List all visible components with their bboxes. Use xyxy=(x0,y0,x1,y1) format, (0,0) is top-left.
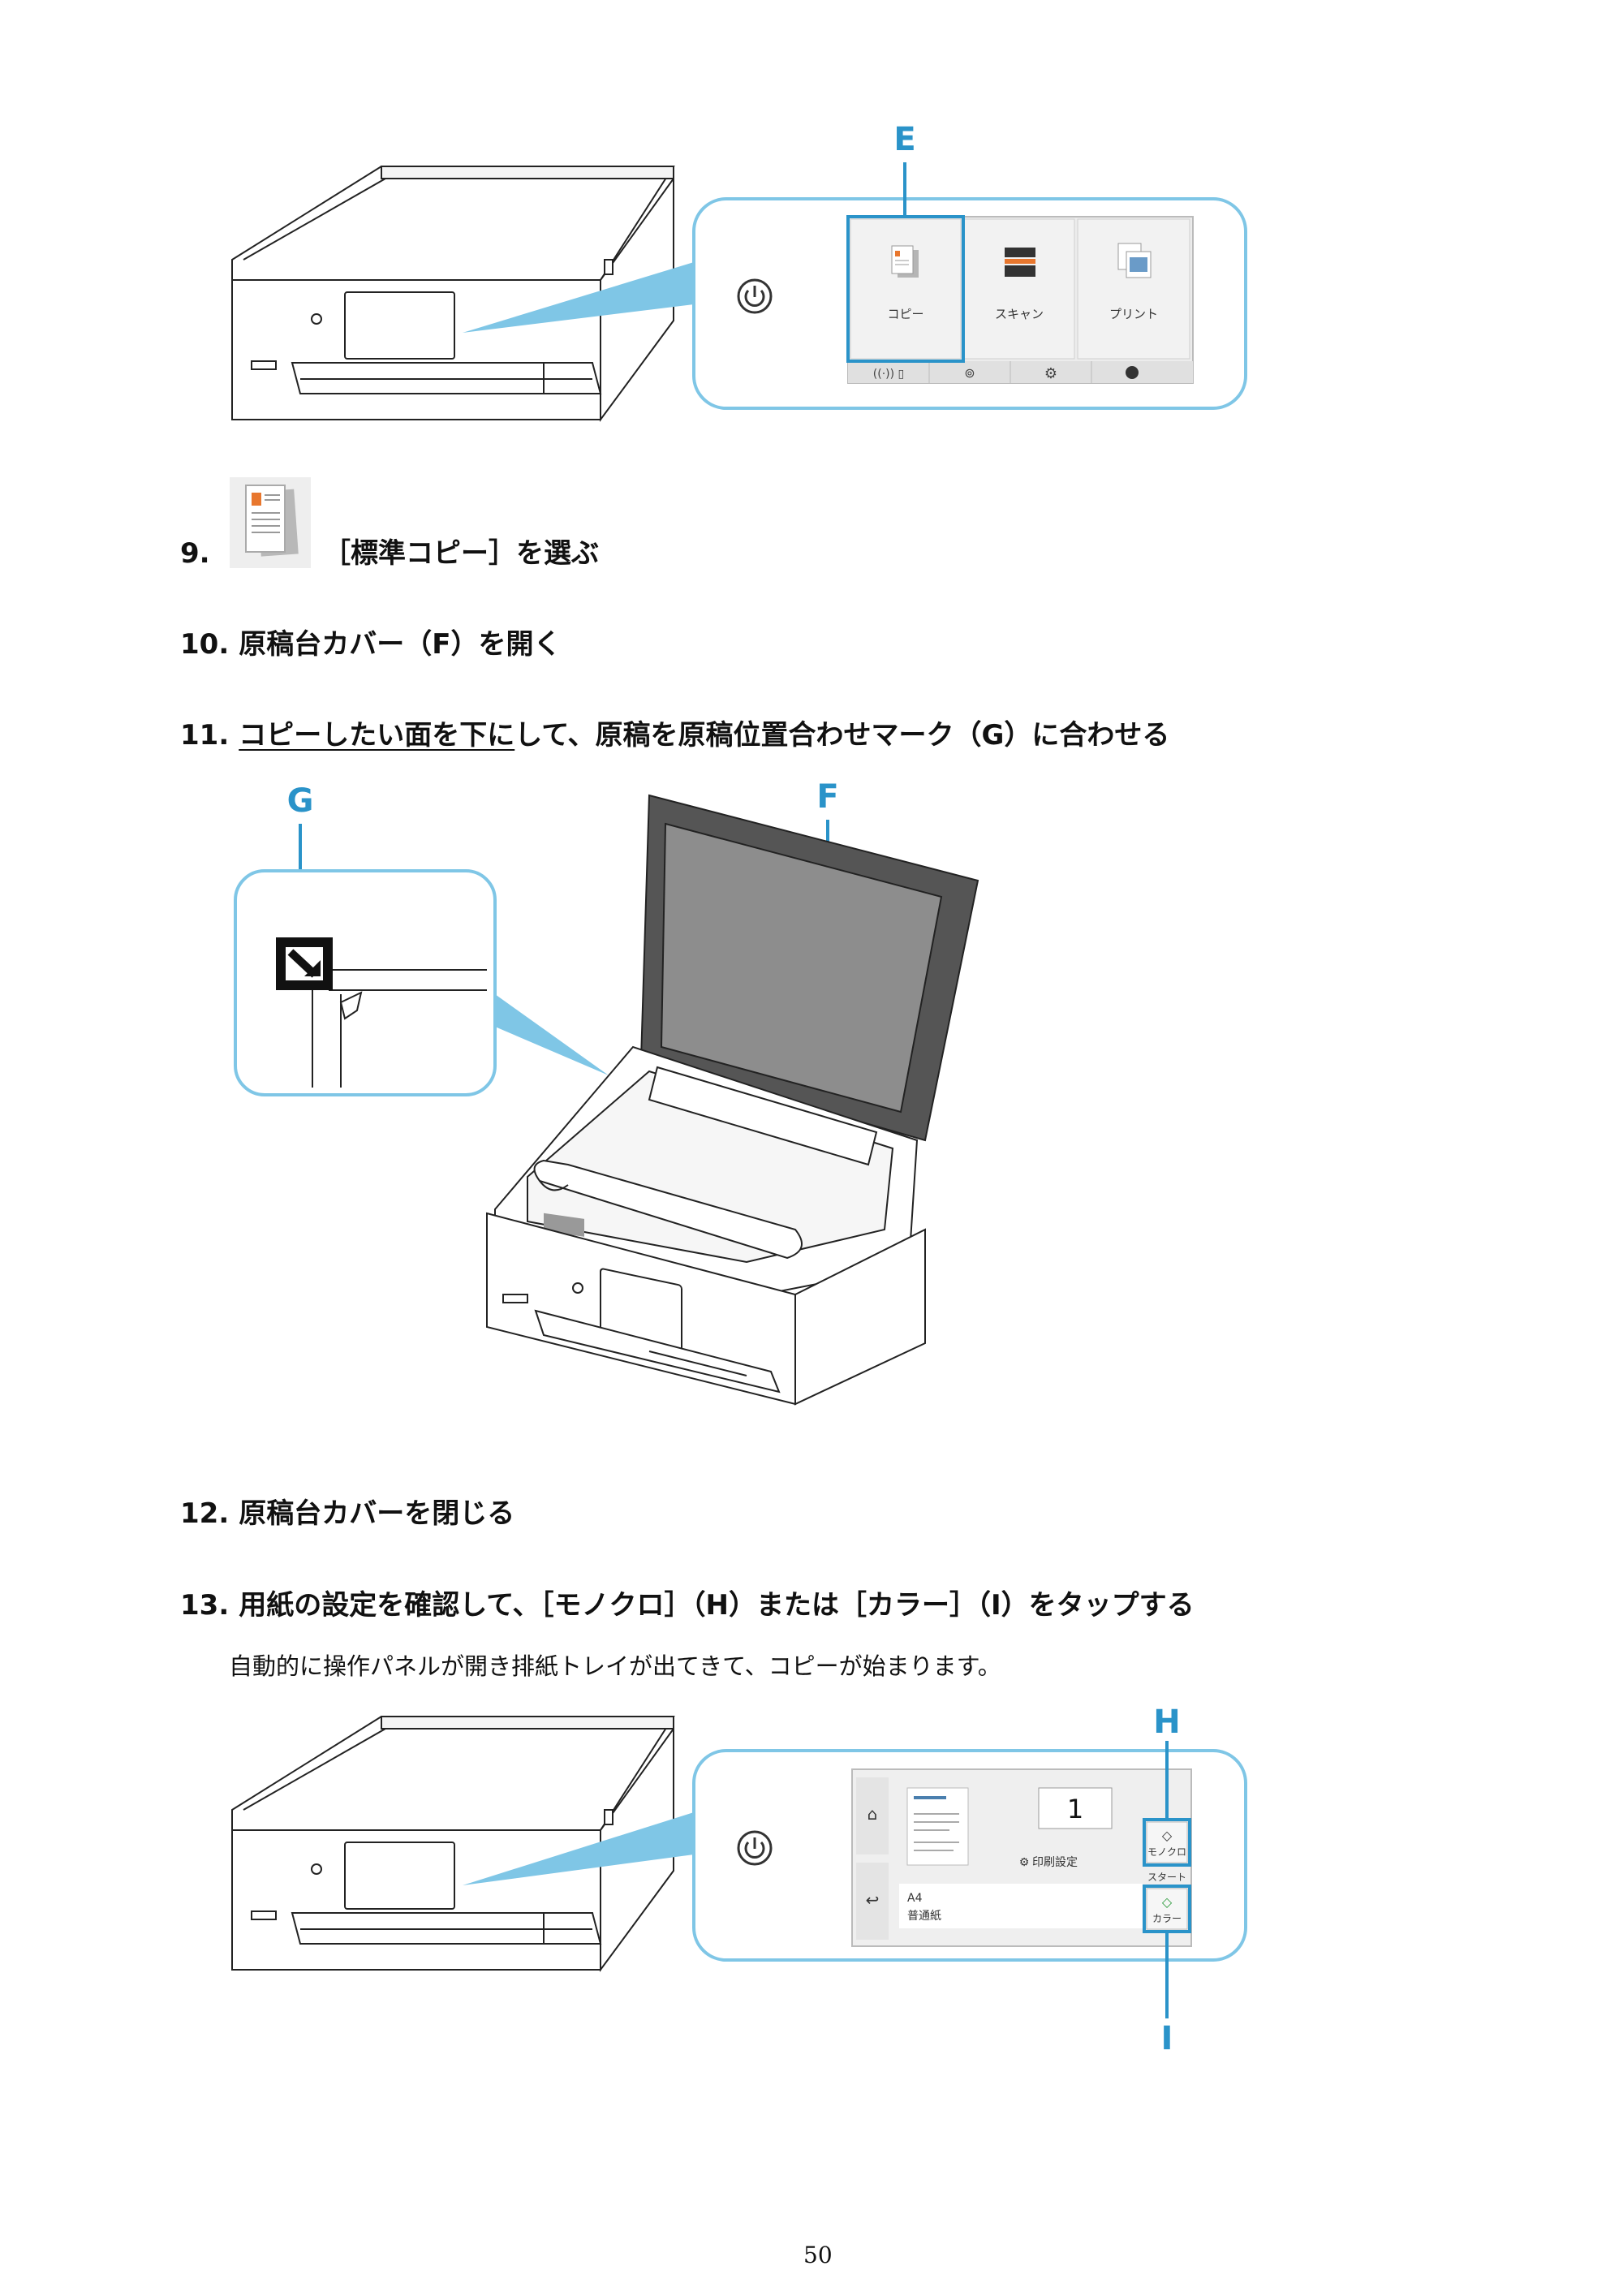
power-icon xyxy=(737,278,773,314)
color-button[interactable] xyxy=(1146,1888,1188,1930)
callout-pointer xyxy=(495,994,609,1075)
step-13: 13. 用紙の設定を確認して、［モノクロ］（H）または［カラー］（I）をタップする xyxy=(180,1589,1195,1622)
power-icon xyxy=(737,1830,773,1866)
page-number: 50 xyxy=(803,2242,833,2268)
step-11-number: 11. xyxy=(180,719,230,752)
figure-open-document-cover: G F xyxy=(234,778,979,1406)
gear-icon: ⚙ xyxy=(1019,1856,1030,1869)
zoom-bubble xyxy=(234,869,497,1096)
step-9-number: 9. xyxy=(180,537,210,570)
gear-icon: ⚙ xyxy=(1044,365,1057,382)
copy-document-icon xyxy=(230,477,311,568)
step-12-number: 12. xyxy=(180,1497,230,1530)
paper-info-field[interactable] xyxy=(899,1884,1143,1928)
printer-open-illustration xyxy=(486,794,979,1406)
copies-field[interactable] xyxy=(1038,1787,1113,1829)
back-icon: ↩ xyxy=(866,1890,880,1910)
wifi-icon: ((·)) ▯ xyxy=(873,368,904,381)
step-10-text: 原稿台カバー（F）を開く xyxy=(239,628,562,661)
label-h: H xyxy=(1153,1704,1180,1741)
mono-button-label: モノクロ xyxy=(1147,1846,1186,1858)
copy-icon xyxy=(891,245,919,278)
label-e: E xyxy=(893,121,915,158)
alignment-mark-icon xyxy=(276,937,333,990)
print-icon xyxy=(1117,243,1152,278)
tile-copy-label: コピー xyxy=(887,307,923,321)
step-9-text: ［標準コピー］を選ぶ xyxy=(323,537,599,570)
print-settings-label[interactable]: 印刷設定 xyxy=(1032,1856,1078,1869)
step-12: 12. 原稿台カバーを閉じる xyxy=(180,1497,514,1530)
step-11: 11. コピーしたい面を下にして、原稿を原稿位置合わせマーク（G）に合わせる xyxy=(180,719,1169,752)
label-g: G xyxy=(287,782,314,820)
figure-printer-home-screen: ((·)) ▯ ⊚ ⚙ コピー スキャン プリント E xyxy=(231,121,1247,423)
callout-pointer xyxy=(463,1812,694,1885)
paper-type: 普通紙 xyxy=(907,1910,941,1923)
step-9: 9. xyxy=(180,537,220,570)
start-diamond-color-icon: ◇ xyxy=(1162,1894,1173,1910)
label-i: I xyxy=(1161,2020,1173,2057)
step-10-number: 10. xyxy=(180,628,230,661)
label-f: F xyxy=(816,778,838,816)
network-icon: ⊚ xyxy=(964,365,975,381)
info-icon xyxy=(1126,366,1139,379)
mono-button[interactable] xyxy=(1146,1821,1188,1863)
home-icon: ⌂ xyxy=(867,1804,878,1824)
copies-value: 1 xyxy=(1067,1794,1083,1824)
step-13-note: 自動的に操作パネルが開き排紙トレイが出てきて、コピーが始まります。 xyxy=(229,1652,1001,1680)
scan-icon xyxy=(1005,248,1035,277)
printer-illustration xyxy=(231,1716,675,1973)
step-11-text: して、原稿を原稿位置合わせマーク（G）に合わせる xyxy=(514,719,1170,752)
paper-size: A4 xyxy=(907,1892,923,1905)
tile-scan-label: スキャン xyxy=(995,307,1044,321)
document-preview xyxy=(906,1787,969,1866)
step-13-text: 用紙の設定を確認して、［モノクロ］（H）または［カラー］（I）をタップする xyxy=(239,1589,1195,1622)
color-button-label: カラー xyxy=(1152,1913,1182,1924)
start-diamond-icon: ◇ xyxy=(1162,1828,1173,1843)
step-10: 10. 原稿台カバー（F）を開く xyxy=(180,628,561,661)
step-12-text: 原稿台カバーを閉じる xyxy=(239,1497,515,1530)
callout-pointer xyxy=(463,262,694,333)
step-11-text-underlined: コピーしたい面を下に xyxy=(239,719,515,752)
step-13-number: 13. xyxy=(180,1589,230,1622)
tile-print-label: プリント xyxy=(1109,307,1158,321)
figure-printer-copy-screen: ⌂ ↩ 1 ⚙ 印刷設定 A4 普通紙 ◇ モノクロ スタート ◇ カラー H … xyxy=(231,1704,1247,2057)
printer-illustration xyxy=(231,166,675,423)
start-label: スタート xyxy=(1147,1872,1186,1883)
